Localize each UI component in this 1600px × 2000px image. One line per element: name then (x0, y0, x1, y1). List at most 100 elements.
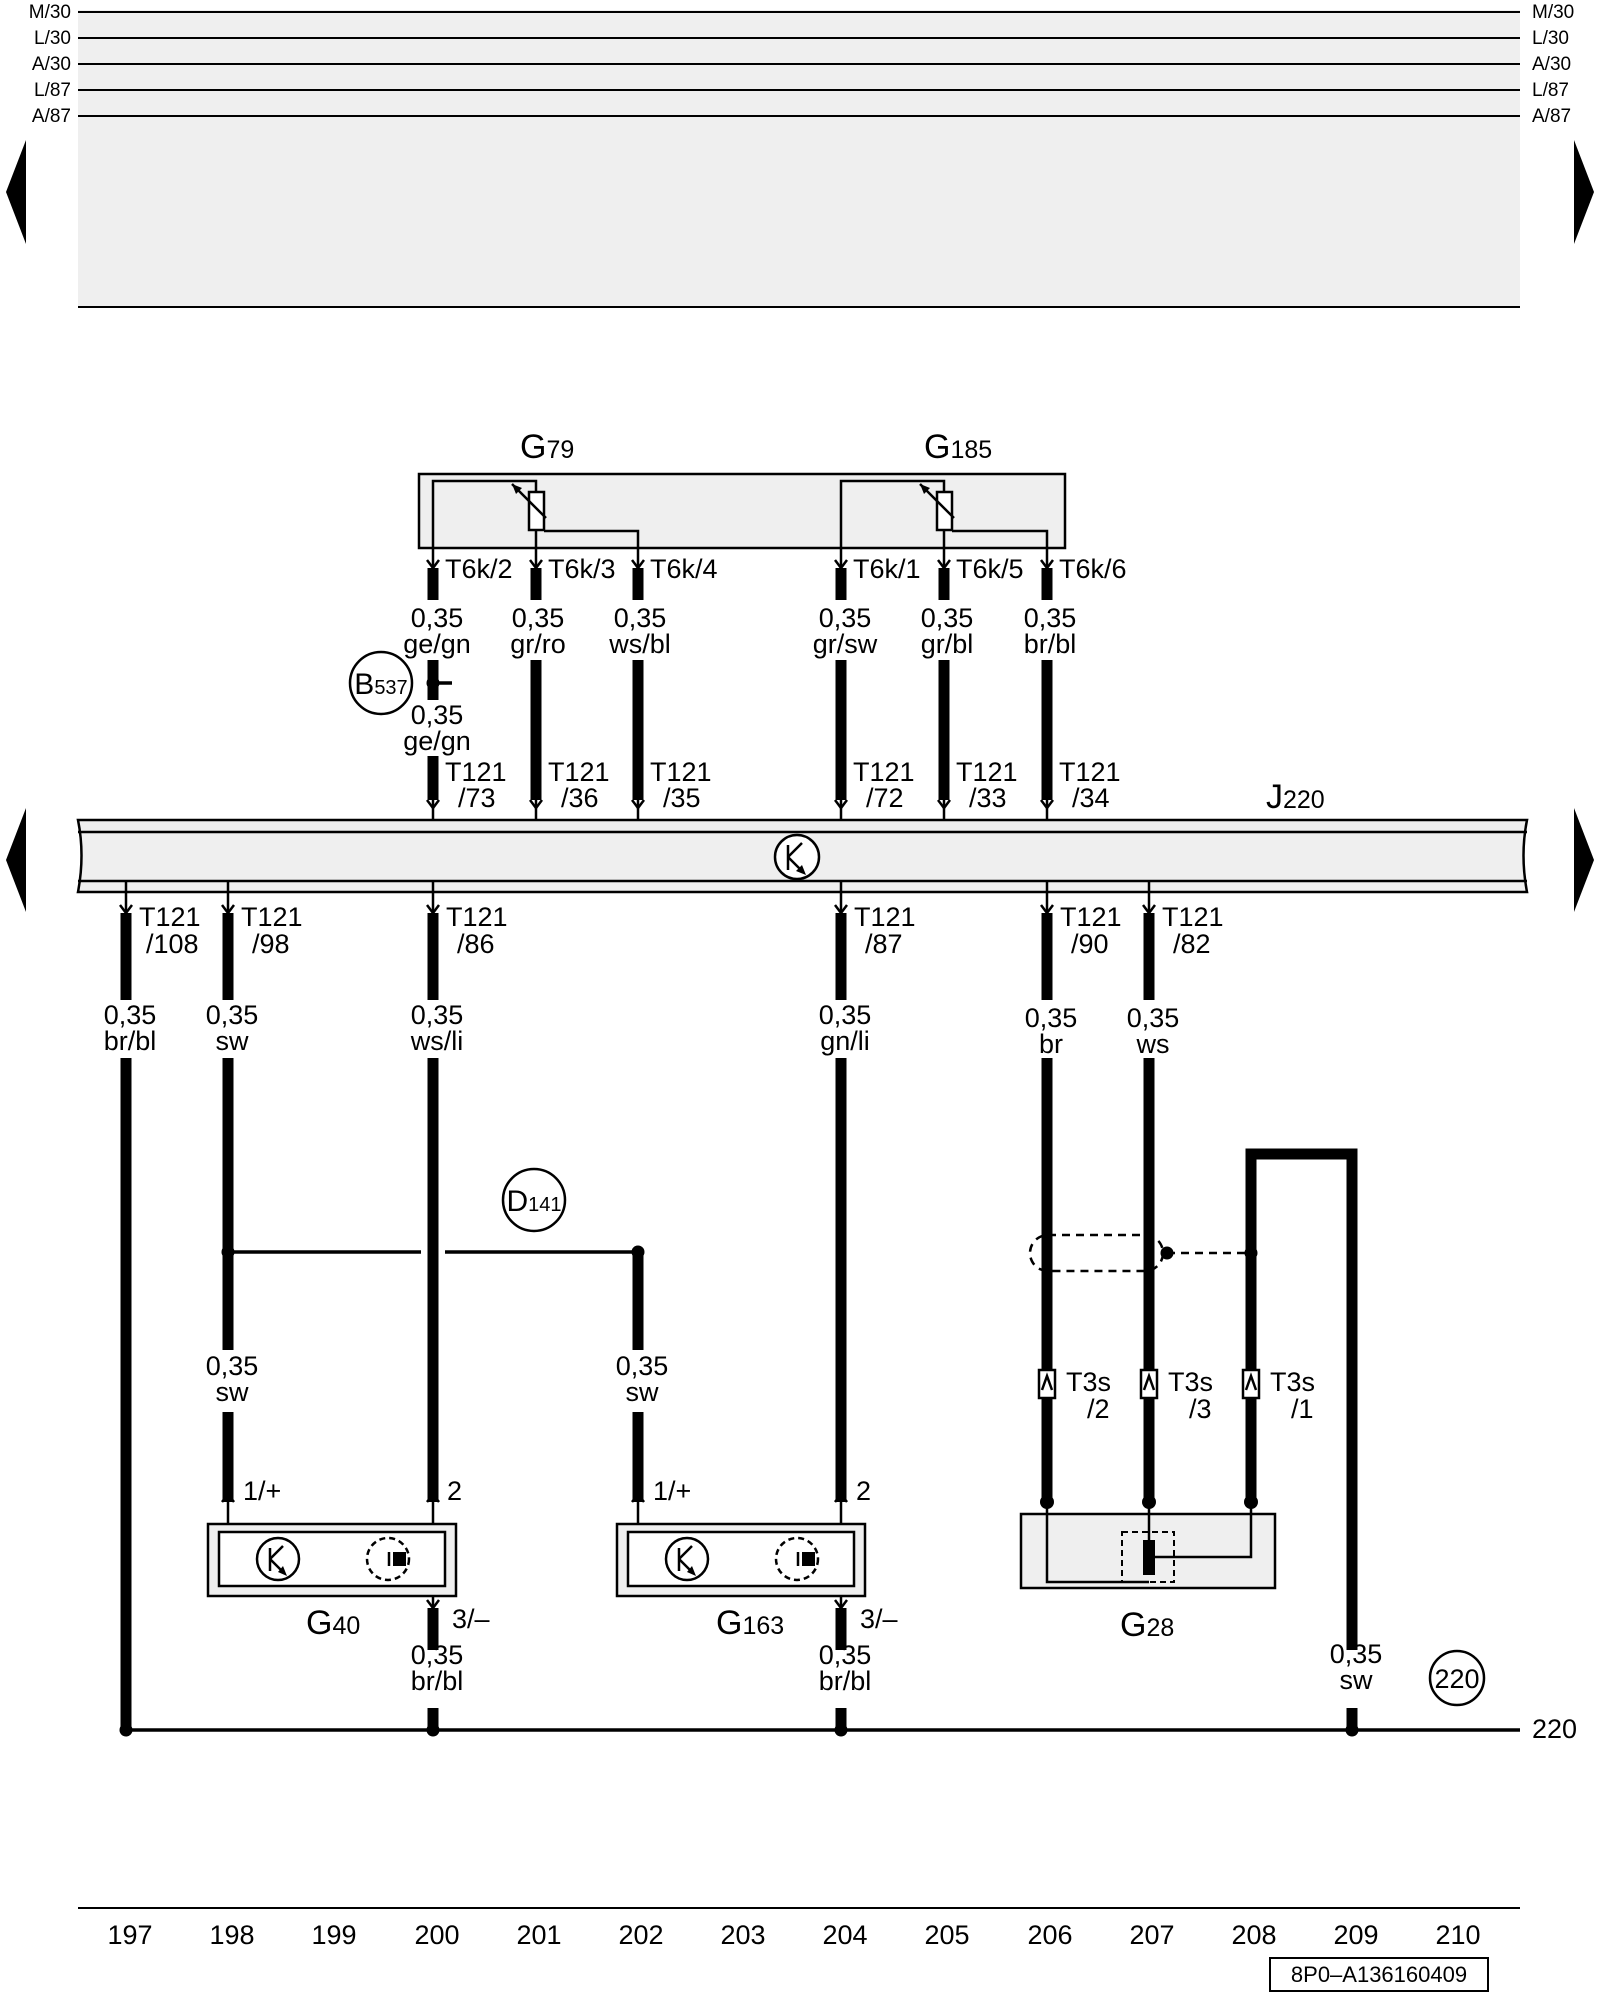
rail-label-left: A/87 (32, 106, 71, 127)
connector-label: T3s (1270, 1367, 1315, 1397)
column-number: 205 (924, 1920, 969, 1950)
rail-label-right: L/30 (1532, 28, 1569, 49)
column-number: 201 (516, 1920, 561, 1950)
ground-bus (119, 1723, 1520, 1737)
connector-label: /2 (1087, 1394, 1110, 1424)
wire-color-label: gr/bl (921, 629, 974, 659)
pin-label: T121 (241, 902, 303, 932)
wire-color-label: br (1039, 1029, 1063, 1059)
pin-label: T121 (1060, 902, 1122, 932)
connector-label: T3s (1066, 1367, 1111, 1397)
column-number: 202 (618, 1920, 663, 1950)
wire-color-label: br/bl (104, 1026, 157, 1056)
rail-label-left: M/30 (29, 2, 71, 23)
wire-color-label: gn/li (820, 1026, 870, 1056)
wire-color-label: ge/gn (403, 629, 471, 659)
wire-size-label: 0,35 (104, 1000, 157, 1030)
pin-label: T121 (650, 757, 712, 787)
connector-label: T6k/5 (956, 554, 1024, 584)
pin-label: T121 (853, 757, 915, 787)
wire-size-label: 0,35 (1025, 1003, 1078, 1033)
previous-page-arrow-icon[interactable] (6, 140, 26, 244)
wire-size-label: 0,35 (411, 700, 464, 730)
sensor-pin-labels: 1/+ 2 1/+ 2 3/– 3/– (243, 1476, 898, 1634)
b537-label: B537 (354, 668, 407, 701)
wire-color-label: sw (626, 1377, 660, 1407)
column-number: 197 (107, 1920, 152, 1950)
reference-220-circle (1428, 1649, 1486, 1707)
column-number: 200 (414, 1920, 459, 1950)
pin-label: /98 (252, 929, 290, 959)
wire-size-label: 0,35 (614, 603, 667, 633)
wire-color-label: gr/ro (510, 629, 566, 659)
g163-label: G163 (716, 1604, 784, 1642)
j220-label: J220 (1266, 778, 1325, 816)
g28-sensor (1019, 1495, 1277, 1590)
connector-label: T3s (1168, 1367, 1213, 1397)
wire-color-label: sw (1340, 1665, 1374, 1695)
column-number: 208 (1231, 1920, 1276, 1950)
rail-label-right: L/87 (1532, 80, 1569, 101)
wire-color-label: ge/gn (403, 726, 471, 756)
pin-label: /87 (865, 929, 903, 959)
wire-color-label: sw (216, 1026, 250, 1056)
wire-color-label: ws/li (410, 1026, 464, 1056)
column-number: 199 (311, 1920, 356, 1950)
pin-label: T121 (445, 757, 507, 787)
wire-size-label: 0,35 (819, 1640, 872, 1670)
wire-size-label: 0,35 (1127, 1003, 1180, 1033)
pin-label: /33 (969, 783, 1007, 813)
rail-label-left: L/87 (34, 80, 71, 101)
t6k-pins (426, 548, 1054, 571)
connector-label: T6k/4 (650, 554, 718, 584)
pin-label: T121 (548, 757, 610, 787)
column-number: 207 (1129, 1920, 1174, 1950)
pin-label: T121 (1059, 757, 1121, 787)
pin-label: 2 (856, 1476, 871, 1506)
g163-sensor (615, 1522, 867, 1598)
rail-labels-left: M/30 L/30 A/30 L/87 A/87 (29, 2, 71, 127)
connector-label: T6k/1 (853, 554, 921, 584)
wire-size-label: 0,35 (819, 1000, 872, 1030)
wire-size-label: 0,35 (411, 603, 464, 633)
t3s-labels: T3s /2 T3s /3 T3s /1 (1066, 1367, 1315, 1424)
wire-size-label: 0,35 (616, 1351, 669, 1381)
pin-label: /34 (1072, 783, 1110, 813)
wire-size-label: 0,35 (206, 1351, 259, 1381)
b537-connection (348, 650, 452, 716)
next-page-arrow-icon[interactable] (1574, 140, 1594, 244)
next-page-arrow-icon[interactable] (1574, 808, 1594, 912)
pin-label: /35 (663, 783, 701, 813)
rail-lines (78, 11, 1520, 308)
pin-label: 1/+ (243, 1476, 281, 1506)
j220-bottom-pins (119, 881, 1156, 916)
wire-size-label: 0,35 (1024, 603, 1077, 633)
wire-size-label: 0,35 (819, 603, 872, 633)
t6k-labels: T6k/2 T6k/3 T6k/4 T6k/1 T6k/5 T6k/6 (445, 554, 1127, 584)
j220-top-pin-labels: T121 /73 T121 /36 T121 /35 T121 /72 T121… (445, 757, 1121, 813)
t3s-connectors (1037, 1368, 1261, 1400)
column-numbers: 197 198 199 200 201 202 203 204 205 206 … (107, 1920, 1480, 1950)
g40-label: G40 (306, 1604, 360, 1642)
wire-color-label: br/bl (819, 1666, 872, 1696)
connector-label: T6k/3 (548, 554, 616, 584)
wire-size-label: 0,35 (411, 1640, 464, 1670)
pin-label: 3/– (452, 1604, 490, 1634)
column-number: 209 (1333, 1920, 1378, 1950)
rail-label-right: A/30 (1532, 54, 1571, 75)
wire-color-label: gr/sw (813, 629, 878, 659)
rail-label-right: M/30 (1532, 2, 1574, 23)
pin-label: T121 (446, 902, 508, 932)
rail-label-left: L/30 (34, 28, 71, 49)
reference-220-label: 220 (1434, 1664, 1479, 1694)
column-number: 206 (1027, 1920, 1072, 1950)
pin-label: T121 (956, 757, 1018, 787)
pin-label: /90 (1071, 929, 1109, 959)
connector-label: /3 (1189, 1394, 1212, 1424)
wire-color-label: br/bl (411, 1666, 464, 1696)
doc-id: 8P0–A136160409 (1291, 1962, 1467, 1987)
wire-color-label: sw (216, 1377, 250, 1407)
wire-color-label: ws (1136, 1029, 1170, 1059)
pin-label: /73 (458, 783, 496, 813)
previous-page-arrow-icon[interactable] (6, 808, 26, 912)
